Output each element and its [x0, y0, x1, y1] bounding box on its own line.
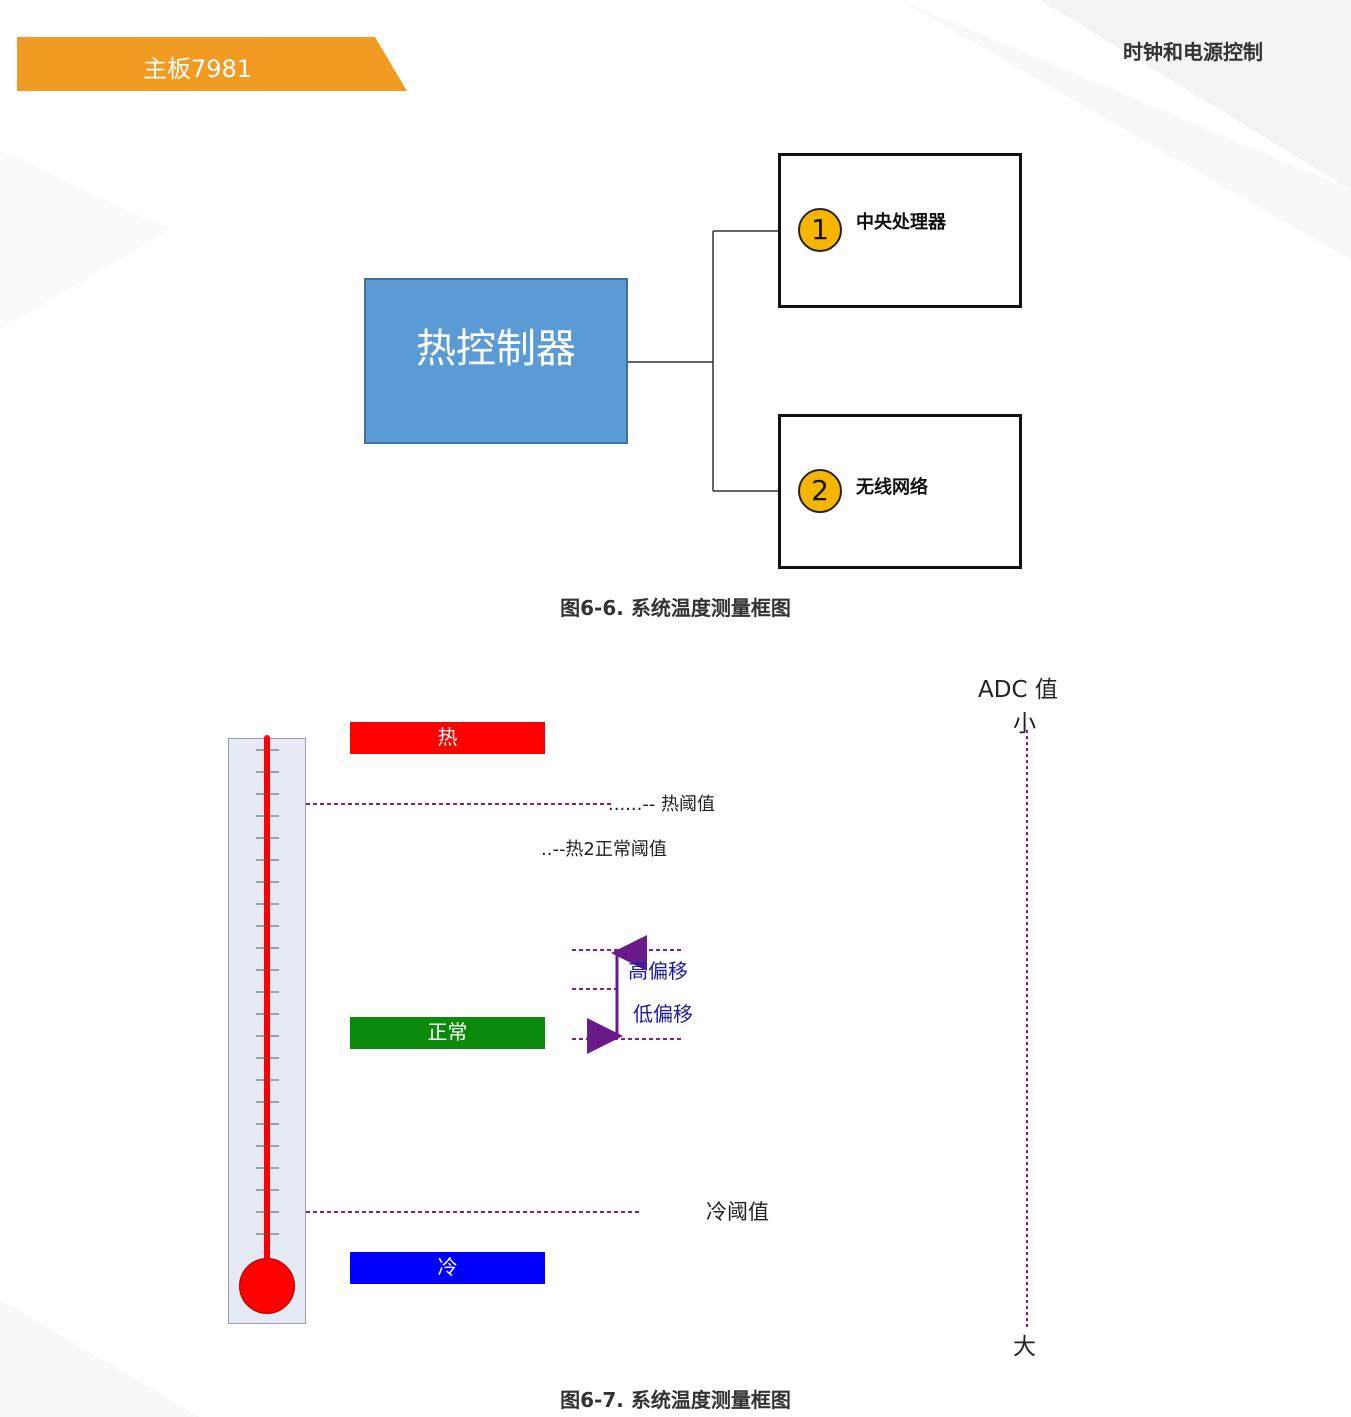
cpu-label: 中央处理器	[856, 212, 946, 233]
adc-axis-bottom-label: 大	[1013, 1334, 1036, 1360]
board-tag: 主板7981	[17, 37, 407, 91]
hot-level-bar: 热	[350, 722, 545, 754]
adc-axis-title: ADC 值	[978, 677, 1058, 703]
hot-threshold-label: ......-- 热阈值	[608, 794, 716, 815]
normal-level-bar: 正常	[350, 1017, 545, 1049]
cold-threshold-label: 冷阈值	[706, 1200, 769, 1224]
figure-caption-6-7: 图6-7. 系统温度测量框图	[560, 1388, 791, 1412]
thermal-controller-box: 热控制器	[364, 278, 628, 444]
adc-axis-top-label: 小	[1013, 711, 1036, 737]
figure-caption-6-6: 图6-6. 系统温度测量框图	[560, 596, 791, 620]
thermometer-bulb	[239, 1258, 295, 1314]
wifi-box: 2 无线网络	[778, 414, 1022, 569]
section-title: 时钟和电源控制	[1123, 40, 1263, 64]
high-offset-label: 高偏移	[628, 959, 688, 983]
board-label: 主板7981	[143, 55, 253, 83]
thermometer-scale	[256, 749, 279, 1235]
low-offset-label: 低偏移	[633, 1002, 693, 1026]
cold-level-bar: 冷	[350, 1252, 545, 1284]
thermal-controller-label: 热控制器	[416, 326, 576, 372]
hot-to-normal-threshold-label: ..--热2正常阈值	[541, 839, 667, 860]
cpu-box: 1 中央处理器	[778, 153, 1022, 308]
cpu-number-badge: 1	[798, 208, 842, 252]
wifi-label: 无线网络	[856, 477, 928, 498]
wifi-number-badge: 2	[798, 469, 842, 513]
